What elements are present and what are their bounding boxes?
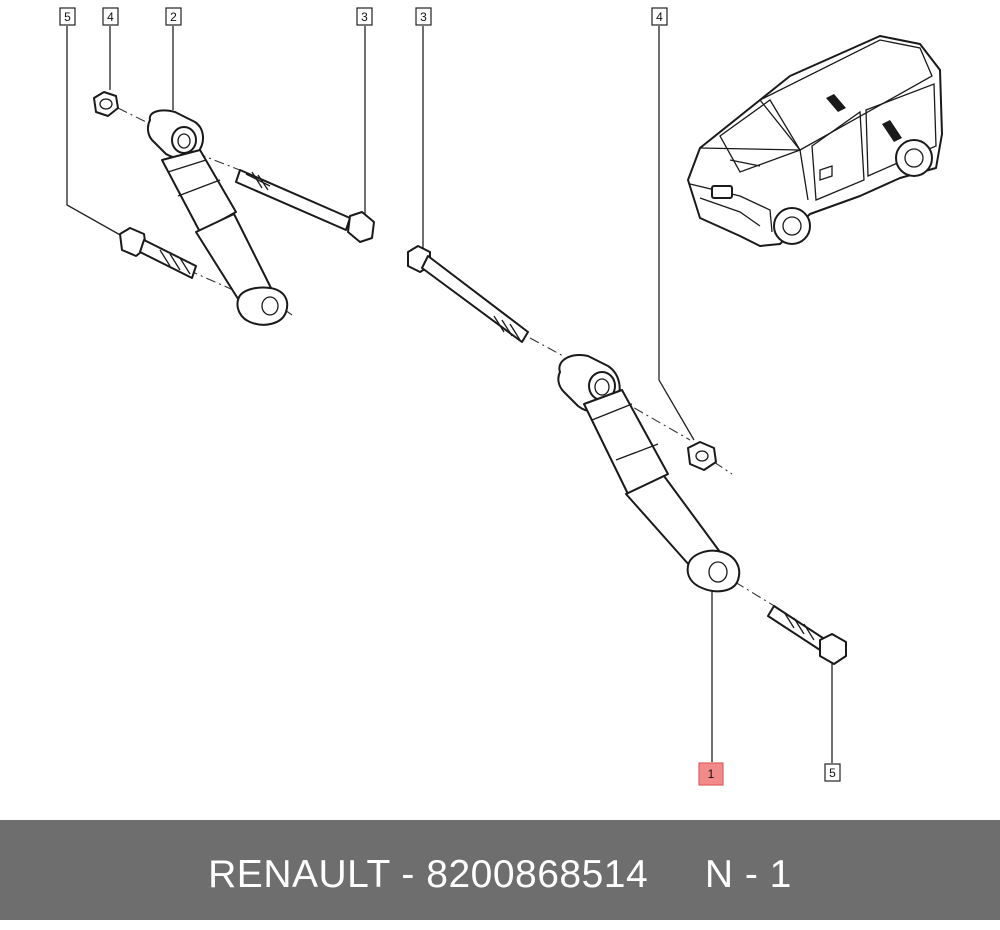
bolt-center-long <box>407 245 529 343</box>
nut-top-left <box>93 91 119 117</box>
shock-absorber-main <box>557 354 741 593</box>
exploded-view-svg: 5 4 2 3 3 4 1 5 <box>59 7 943 786</box>
callout-5-bottom: 5 <box>824 763 841 782</box>
footer-caption: RENAULT - 8200868514 N - 1 <box>0 820 1000 920</box>
callout-1-bottom-highlighted: 1 <box>698 762 724 786</box>
parts-diagram: 5 4 2 3 3 4 1 5 <box>59 7 943 786</box>
callout-label: 2 <box>170 10 177 24</box>
shock-absorber-left <box>146 109 289 326</box>
footer-bar: RENAULT - 8200868514 N - 1 <box>0 820 1000 920</box>
spacer <box>648 853 705 896</box>
vehicle-illustration <box>687 35 943 247</box>
bolt-lower-right <box>767 605 847 665</box>
callout-label: 4 <box>107 10 114 24</box>
callout-3-top-right: 3 <box>415 7 432 26</box>
callout-5-top: 5 <box>59 7 76 26</box>
separator: - <box>390 853 427 896</box>
brand-name: RENAULT <box>208 853 391 896</box>
quantity: N - 1 <box>704 853 792 896</box>
nut-center-right <box>687 441 717 471</box>
leader-lines <box>66 26 833 763</box>
callout-4-top-right: 4 <box>651 7 668 26</box>
callout-2-top: 2 <box>165 7 182 26</box>
callout-4-top: 4 <box>102 7 119 26</box>
callout-label: 1 <box>708 767 715 781</box>
callout-label: 3 <box>420 10 427 24</box>
callout-label: 5 <box>829 766 836 780</box>
callout-label: 4 <box>656 10 663 24</box>
part-number: 8200868514 <box>426 853 649 896</box>
bolt-lower-left <box>119 227 197 279</box>
bolt-upper-left-long <box>235 169 375 243</box>
callout-3-top-left: 3 <box>356 7 373 26</box>
callout-label: 3 <box>361 10 368 24</box>
callout-label: 5 <box>64 10 71 24</box>
